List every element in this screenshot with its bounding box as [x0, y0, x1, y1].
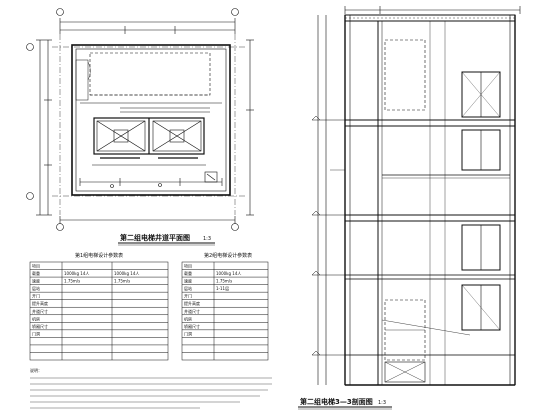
table-right	[181, 261, 269, 361]
table-cell: 门洞	[184, 330, 192, 336]
table-cell: 层站	[184, 285, 192, 291]
table-cell: 井道尺寸	[32, 308, 48, 314]
table-cell: 轿厢尺寸	[184, 323, 200, 329]
table-cell: 项目	[184, 263, 192, 269]
elevator-section	[311, 6, 521, 386]
table-cell: 机房	[184, 315, 192, 321]
table-cell: 速度	[32, 278, 40, 284]
table-cell: 1-11层	[216, 285, 229, 291]
table-cell: 开门	[184, 293, 192, 299]
table-cell: 1.75m/s	[114, 279, 130, 284]
table-cell: 1000kg 14人	[216, 271, 241, 276]
table-cell: 1.75m/s	[216, 279, 232, 284]
table-cell: 1000kg 14人	[64, 271, 89, 276]
table-right-title: 第2组电梯设计参数表	[204, 252, 252, 259]
section-title-block: 第二组电梯3—3剖面图 1:3	[298, 397, 392, 410]
table-cell: 层站	[32, 285, 40, 291]
notes-block: 说明：	[30, 367, 272, 409]
table-left	[29, 261, 169, 361]
table-cell: 门洞	[32, 330, 40, 336]
table-cell: 开门	[32, 293, 40, 299]
plan-title-block: 第二组电梯井道平面图 1:3	[118, 233, 215, 246]
table-left-title: 第1组电梯设计参数表	[75, 252, 123, 259]
notes-heading: 说明：	[30, 367, 42, 373]
plan-scale: 1:3	[203, 236, 211, 242]
section-title: 第二组电梯3—3剖面图	[300, 397, 373, 406]
table-cell: 项目	[32, 263, 40, 269]
table-cell: 井道尺寸	[184, 308, 200, 314]
plan-title: 第二组电梯井道平面图	[120, 233, 190, 242]
table-cell: 速度	[184, 278, 192, 284]
table-cell: 轿厢尺寸	[32, 323, 48, 329]
table-cell: 1.75m/s	[64, 279, 80, 284]
elevator-shaft-plan	[26, 8, 254, 231]
table-cell: 载重	[184, 270, 192, 276]
section-scale: 1:3	[378, 400, 386, 406]
table-cell: 提升高度	[184, 300, 200, 306]
table-cell: 载重	[32, 270, 40, 276]
table-cell: 提升高度	[32, 300, 48, 306]
table-cell: 机房	[32, 315, 40, 321]
table-cell: 1000kg 14人	[114, 271, 139, 276]
